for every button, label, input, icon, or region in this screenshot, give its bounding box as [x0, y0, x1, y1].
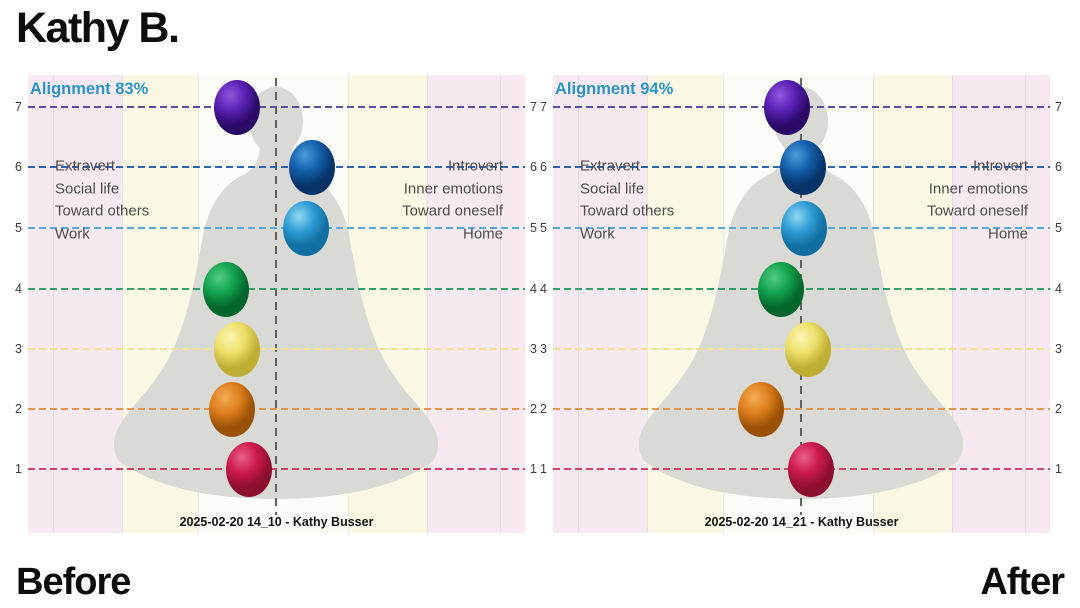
- level-line-3: [28, 348, 525, 350]
- vertical-gridline: [427, 75, 428, 533]
- chakra-ball-level-3: [785, 322, 831, 377]
- axis-number-right-3: 3: [1055, 341, 1062, 356]
- side-label-right-2: Toward oneself: [402, 202, 503, 220]
- chakra-ball-level-7: [764, 80, 810, 135]
- alignment-label: Alignment 94%: [555, 80, 674, 98]
- chart-caption: 2025-02-20 14_10 - Kathy Busser: [179, 515, 374, 529]
- axis-number-left-2: 2: [15, 401, 22, 416]
- chakra-ball-level-6: [780, 140, 826, 195]
- axis-number-right-5: 5: [1055, 220, 1062, 235]
- axis-number-left-3: 3: [540, 341, 547, 356]
- side-label-left-2: Toward others: [580, 202, 675, 220]
- chakra-ball-level-1: [788, 442, 834, 497]
- axis-number-left-1: 1: [540, 461, 547, 476]
- axis-number-right-7: 7: [530, 99, 537, 114]
- axis-number-right-2: 2: [530, 401, 537, 416]
- vertical-gridline: [122, 75, 123, 533]
- axis-number-right-7: 7: [1055, 99, 1062, 114]
- background-stripe: [952, 75, 1050, 533]
- axis-number-right-6: 6: [530, 159, 537, 174]
- chakra-ball-level-4: [758, 262, 804, 317]
- level-line-4: [28, 288, 525, 290]
- after-label: After: [980, 561, 1065, 603]
- axis-number-right-5: 5: [530, 220, 537, 235]
- level-line-5: [28, 227, 525, 229]
- side-label-left-1: Social life: [55, 180, 120, 197]
- chakra-ball-level-5: [283, 201, 329, 256]
- chakra-ball-level-4: [203, 262, 249, 317]
- axis-number-right-6: 6: [1055, 159, 1062, 174]
- axis-number-right-4: 4: [1055, 281, 1062, 296]
- chakra-ball-level-5: [781, 201, 827, 256]
- side-label-right-0: Introvert: [972, 157, 1028, 175]
- vertical-gridline: [952, 75, 953, 533]
- vertical-gridline: [500, 75, 501, 533]
- axis-number-left-4: 4: [15, 281, 22, 296]
- background-stripe: [427, 75, 525, 533]
- axis-number-left-6: 6: [15, 159, 22, 174]
- chakra-ball-level-3: [214, 322, 260, 377]
- chart-caption: 2025-02-20 14_21 - Kathy Busser: [704, 515, 899, 529]
- axis-number-left-6: 6: [540, 159, 547, 174]
- level-line-2: [28, 408, 525, 410]
- center-axis-line: [275, 78, 277, 515]
- vertical-gridline: [53, 75, 54, 533]
- axis-number-left-3: 3: [15, 341, 22, 356]
- level-line-6: [28, 166, 525, 168]
- axis-number-left-4: 4: [540, 281, 547, 296]
- vertical-gridline: [647, 75, 648, 533]
- side-label-right-2: Toward oneself: [927, 202, 1028, 220]
- vertical-gridline: [578, 75, 579, 533]
- chakra-ball-level-6: [289, 140, 335, 195]
- side-label-right-1: Inner emotions: [928, 180, 1028, 197]
- background-stripe: [28, 75, 122, 533]
- axis-number-left-7: 7: [15, 99, 22, 114]
- axis-number-left-5: 5: [540, 220, 547, 235]
- chakra-ball-level-2: [209, 382, 255, 437]
- background-stripe: [553, 75, 647, 533]
- side-label-left-3: Work: [55, 225, 90, 242]
- side-label-right-3: Home: [987, 225, 1028, 242]
- side-label-right-3: Home: [462, 225, 503, 242]
- axis-number-left-5: 5: [15, 220, 22, 235]
- chakra-ball-level-2: [738, 382, 784, 437]
- axis-number-left-2: 2: [540, 401, 547, 416]
- side-label-left-2: Toward others: [55, 202, 150, 220]
- axis-number-left-1: 1: [15, 461, 22, 476]
- axis-number-left-7: 7: [540, 99, 547, 114]
- side-label-left-3: Work: [580, 225, 615, 242]
- level-line-1: [28, 468, 525, 470]
- side-label-right-1: Inner emotions: [403, 180, 503, 197]
- axis-number-right-3: 3: [530, 341, 537, 356]
- chakra-ball-level-1: [226, 442, 272, 497]
- axis-number-right-1: 1: [1055, 461, 1062, 476]
- side-label-left-0: Extravert: [55, 157, 116, 175]
- side-label-left-1: Social life: [580, 180, 645, 197]
- alignment-label: Alignment 83%: [30, 80, 149, 98]
- chakra-ball-level-7: [214, 80, 260, 135]
- before-label: Before: [16, 561, 131, 603]
- axis-number-right-2: 2: [1055, 401, 1062, 416]
- side-label-right-0: Introvert: [447, 157, 503, 175]
- level-line-2: [553, 408, 1050, 410]
- axis-number-right-1: 1: [530, 461, 537, 476]
- page-title: Kathy B.: [16, 4, 180, 52]
- axis-number-right-4: 4: [530, 281, 537, 296]
- side-label-left-0: Extravert: [580, 157, 641, 175]
- level-line-7: [28, 106, 525, 108]
- vertical-gridline: [1025, 75, 1026, 533]
